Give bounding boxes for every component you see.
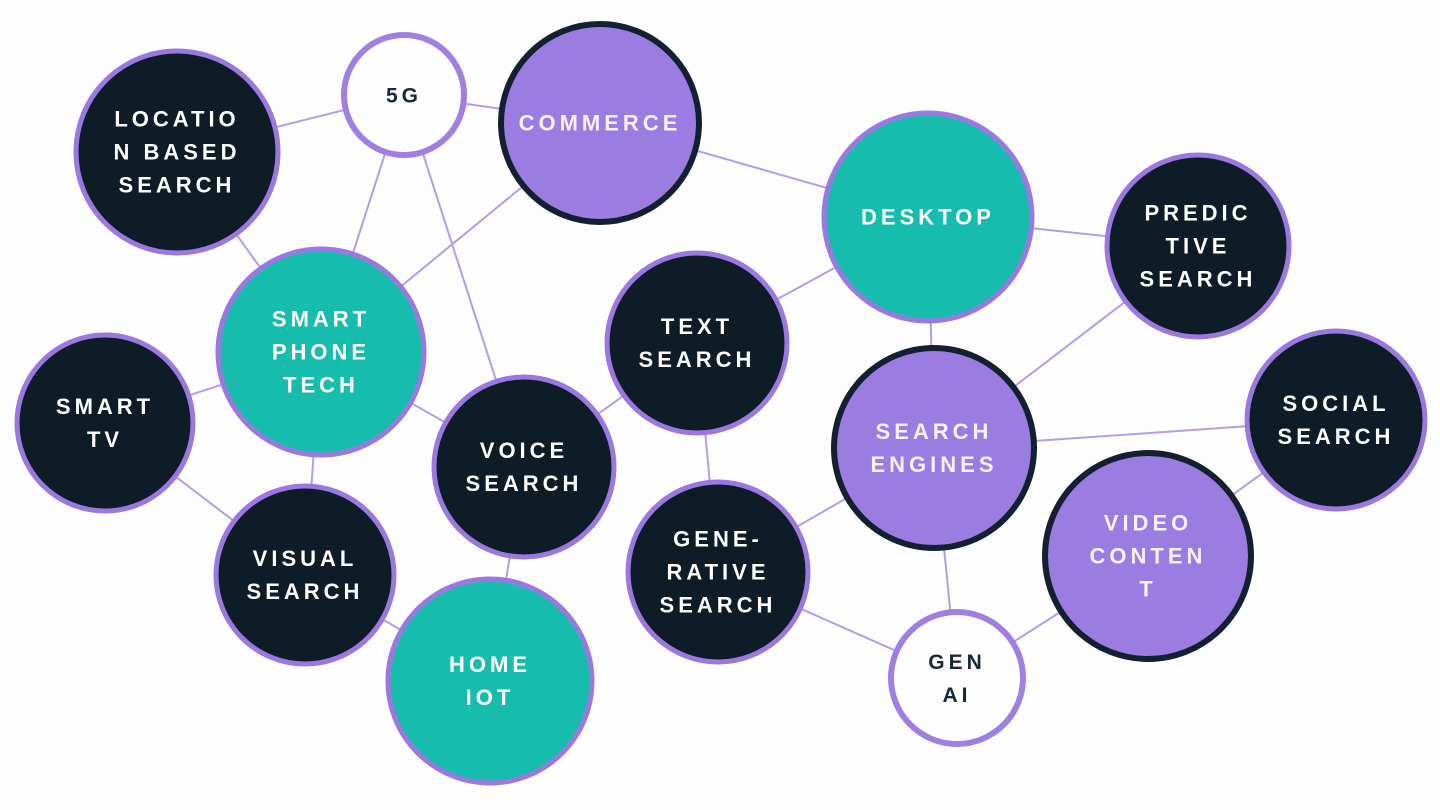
node-visual-search: VISUAL SEARCH [213, 483, 397, 667]
node-label-line: TIVE [1166, 234, 1231, 259]
node-label-social-search: SOCIAL SEARCH [1278, 391, 1395, 449]
node-circle-desktop [821, 110, 1035, 324]
node-label-desktop: DESKTOP [861, 205, 995, 230]
node-label-line: TEXT [661, 314, 733, 339]
node-smart-tv: SMART TV [14, 332, 196, 514]
node-label-smart-phone-tech: SMART PHONE TECH [272, 307, 370, 398]
node-label-line: AI [943, 684, 972, 707]
node-label-line: T [1139, 577, 1156, 602]
node-circle-generative-search [625, 479, 811, 665]
node-label-line: HOME [449, 652, 531, 677]
node-label-line: PREDIC [1144, 201, 1251, 226]
node-label-voice-search: VOICE SEARCH [466, 438, 583, 496]
node-circle-social-search [1244, 328, 1428, 512]
node-label-line: PHONE [272, 340, 370, 365]
node-circle-visual-search [213, 483, 397, 667]
node-commerce: COMMERCE [498, 21, 702, 225]
node-label-line: LOCATIO [114, 107, 239, 132]
node-label-line: COMMERCE [519, 111, 682, 136]
node-label-line: SEARCH [119, 173, 236, 198]
node-gen-ai: GEN AI [888, 609, 1026, 747]
node-label-visual-search: VISUAL SEARCH [247, 546, 364, 604]
node-voice-search: VOICE SEARCH [431, 374, 617, 560]
node-label-line: DESKTOP [861, 205, 995, 230]
node-label-gen-ai: GEN AI [928, 651, 986, 707]
node-circle-location-based-search [73, 48, 281, 256]
node-label-video-content: VIDEO CONTEN T [1090, 511, 1207, 602]
node-text-search: TEXT SEARCH [604, 250, 790, 436]
node-label-commerce: COMMERCE [519, 111, 682, 136]
node-circle-smart-tv [14, 332, 196, 514]
node-label-line: SEARCH [466, 471, 583, 496]
node-label-line: GEN [928, 651, 986, 674]
node-label-line: N BASED [113, 140, 240, 165]
node-label-line: GENE- [673, 527, 763, 552]
node-label-search-engines: SEARCH ENGINES [870, 419, 997, 477]
node-label-line: TV [87, 427, 123, 452]
node-label-predictive-search: PREDIC TIVE SEARCH [1140, 201, 1257, 292]
node-location-based-search: LOCATIO N BASED SEARCH [73, 48, 281, 256]
node-label-line: SEARCH [247, 579, 364, 604]
node-label-line: VOICE [480, 438, 568, 463]
node-label-home-iot: HOME IOT [449, 652, 531, 710]
node-circle-smart-phone-tech [215, 246, 427, 458]
node-social-search: SOCIAL SEARCH [1244, 328, 1428, 512]
node-label-line: CONTEN [1090, 544, 1207, 569]
node-circle-text-search [604, 250, 790, 436]
node-circle-predictive-search [1104, 152, 1292, 340]
node-label-line: IOT [466, 685, 515, 710]
node-label-line: SMART [272, 307, 370, 332]
node-label-line: ENGINES [870, 452, 997, 477]
node-desktop: DESKTOP [821, 110, 1035, 324]
node-video-content: VIDEO CONTEN T [1042, 450, 1254, 662]
node-label-line: TECH [283, 373, 359, 398]
node-label-line: RATIVE [666, 560, 769, 585]
node-label-line: VISUAL [253, 546, 358, 571]
node-circle-search-engines [831, 345, 1037, 551]
node-home-iot: HOME IOT [385, 576, 595, 786]
node-circle-gen-ai [888, 609, 1026, 747]
node-search-engines: SEARCH ENGINES [831, 345, 1037, 551]
node-label-line: VIDEO [1104, 511, 1192, 536]
nodes-layer: LOCATIO N BASED SEARCH 5G COMMERCE DESKTOP PRE… [14, 21, 1428, 786]
node-label-line: SMART [56, 394, 154, 419]
node-smart-phone-tech: SMART PHONE TECH [215, 246, 427, 458]
node-label-5g: 5G [386, 84, 422, 107]
node-predictive-search: PREDIC TIVE SEARCH [1104, 152, 1292, 340]
node-5g: 5G [341, 32, 467, 158]
node-circle-commerce [498, 21, 702, 225]
node-circle-home-iot [385, 576, 595, 786]
node-label-location-based-search: LOCATIO N BASED SEARCH [113, 107, 240, 198]
node-circle-5g [341, 32, 467, 158]
node-label-line: SEARCH [1140, 267, 1257, 292]
node-label-line: SEARCH [876, 419, 993, 444]
node-label-line: 5G [386, 84, 422, 107]
node-generative-search: GENE- RATIVE SEARCH [625, 479, 811, 665]
node-label-smart-tv: SMART TV [56, 394, 154, 452]
node-circle-voice-search [431, 374, 617, 560]
node-circle-video-content [1042, 450, 1254, 662]
node-label-text-search: TEXT SEARCH [639, 314, 756, 372]
node-label-line: SEARCH [639, 347, 756, 372]
node-label-line: SEARCH [1278, 424, 1395, 449]
node-label-line: SEARCH [660, 593, 777, 618]
node-label-line: SOCIAL [1282, 391, 1389, 416]
node-label-generative-search: GENE- RATIVE SEARCH [660, 527, 777, 618]
